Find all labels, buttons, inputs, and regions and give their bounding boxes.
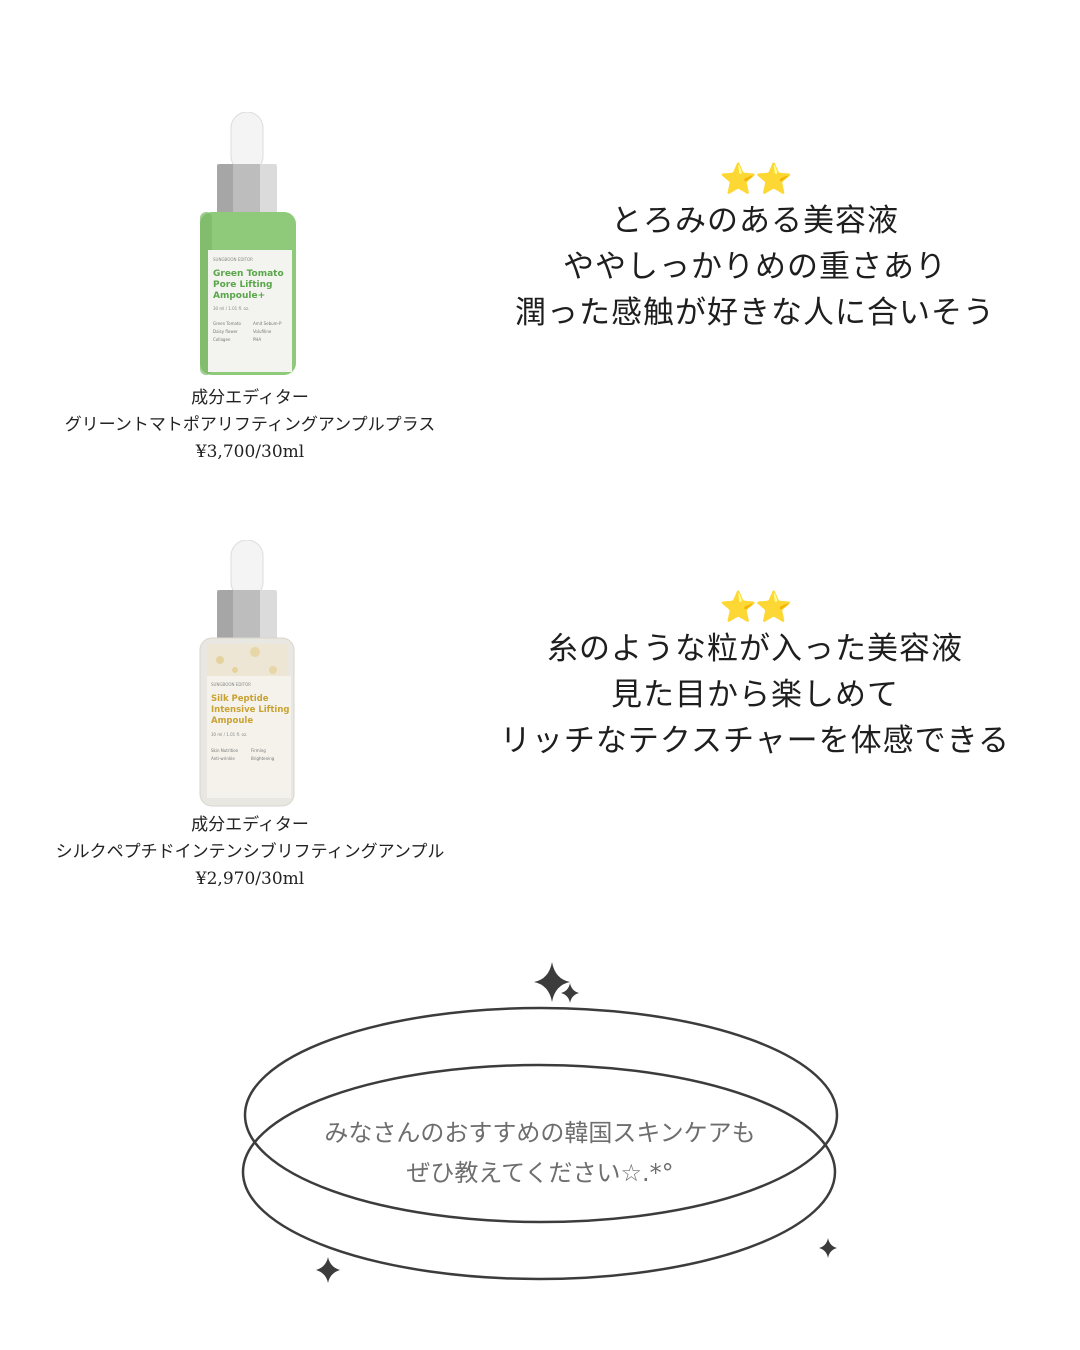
message-line: ぜひ教えてください☆.*° [406,1159,674,1187]
product-label-brand: SUNGBOON EDITOR [213,257,253,262]
product-brand: 成分エディター [191,388,309,408]
product-label-title-line: Intensive Lifting [211,705,289,715]
product-caption: 成分エディター シルクペプチドインテンシブリフティングアンプル ¥2,970/3… [0,812,500,893]
sparkle-icon [316,1257,340,1283]
product-label-title-line: Ampoule+ [213,291,265,301]
outer-ellipse-ring [243,1006,839,1224]
product-label-ingredient: Anti-wrinkle [211,756,235,761]
message-line: みなさんのおすすめの韓国スキンケアも [324,1119,756,1147]
product-name: グリーントマトポアリフティングアンプルプラス [64,415,436,435]
product-label-ingredient: Brightening [251,756,275,761]
product-label-volume: 30 ml / 1.01 fl. oz. [213,306,249,311]
review-line: 糸のような粒が入った美容液 [547,631,963,667]
inner-ellipse-ring [241,1063,837,1281]
product-label-ingredient: PHA [253,337,261,342]
product-label-ingredient: Amit Sebum-P [253,321,282,326]
product-label-title-line: Silk Peptide [211,694,269,704]
review-line: 潤った感触が好きな人に合いそう [515,295,995,331]
product-price: ¥3,700/30ml [195,442,305,462]
product-label-ingredient: Green Tomato [213,321,242,326]
product-label-ingredient: Collagen [213,337,231,342]
sparkle-icon [561,983,579,1003]
product-label-ingredient: Firming [251,748,266,753]
product-label-ingredient: VolufiIine [253,329,272,334]
product-brand: 成分エディター [191,815,309,835]
star-rating-icon: ⭐⭐ [719,162,793,197]
product-label-title-line: Pore Lifting [213,280,272,290]
sparkle-icon [534,962,570,1002]
closing-message: みなさんのおすすめの韓国スキンケアも ぜひ教えてください☆.*° [250,1113,830,1193]
review-block-green-tomato: ⭐⭐ とろみのある美容液 ややしっかりめの重さあり 潤った感触が好きな人に合いそ… [470,162,1040,336]
sparkle-icon [819,1238,837,1258]
product-price: ¥2,970/30ml [195,869,305,889]
review-line: とろみのある美容液 [611,203,899,239]
review-line: 見た目から楽しめて [611,677,899,713]
green-tomato-ampoule-bottle-image: SUNGBOON EDITOR Green Tomato Pore Liftin… [200,112,296,375]
silk-peptide-ampoule-bottle-image: SUNGBOON EDITOR Silk Peptide Intensive L… [199,540,295,807]
review-line: ややしっかりめの重さあり [563,249,947,285]
product-name: シルクペプチドインテンシブリフティングアンプル [55,842,445,862]
product-label-ingredient: Skin Nutrition [211,748,239,753]
product-caption: 成分エディター グリーントマトポアリフティングアンプルプラス ¥3,700/30… [0,385,500,466]
product-label-volume: 30 ml / 1.01 fl. oz. [211,732,247,737]
product-label-brand: SUNGBOON EDITOR [211,682,251,687]
review-block-silk-peptide: ⭐⭐ 糸のような粒が入った美容液 見た目から楽しめて リッチなテクスチャーを体感… [470,590,1040,764]
review-line: リッチなテクスチャーを体感できる [499,723,1011,759]
star-rating-icon: ⭐⭐ [719,590,793,625]
product-label-title-line: Ampoule [211,716,253,726]
product-label-title-line: Green Tomato [213,269,284,279]
product-label-ingredient: Daisy flower [213,329,238,334]
